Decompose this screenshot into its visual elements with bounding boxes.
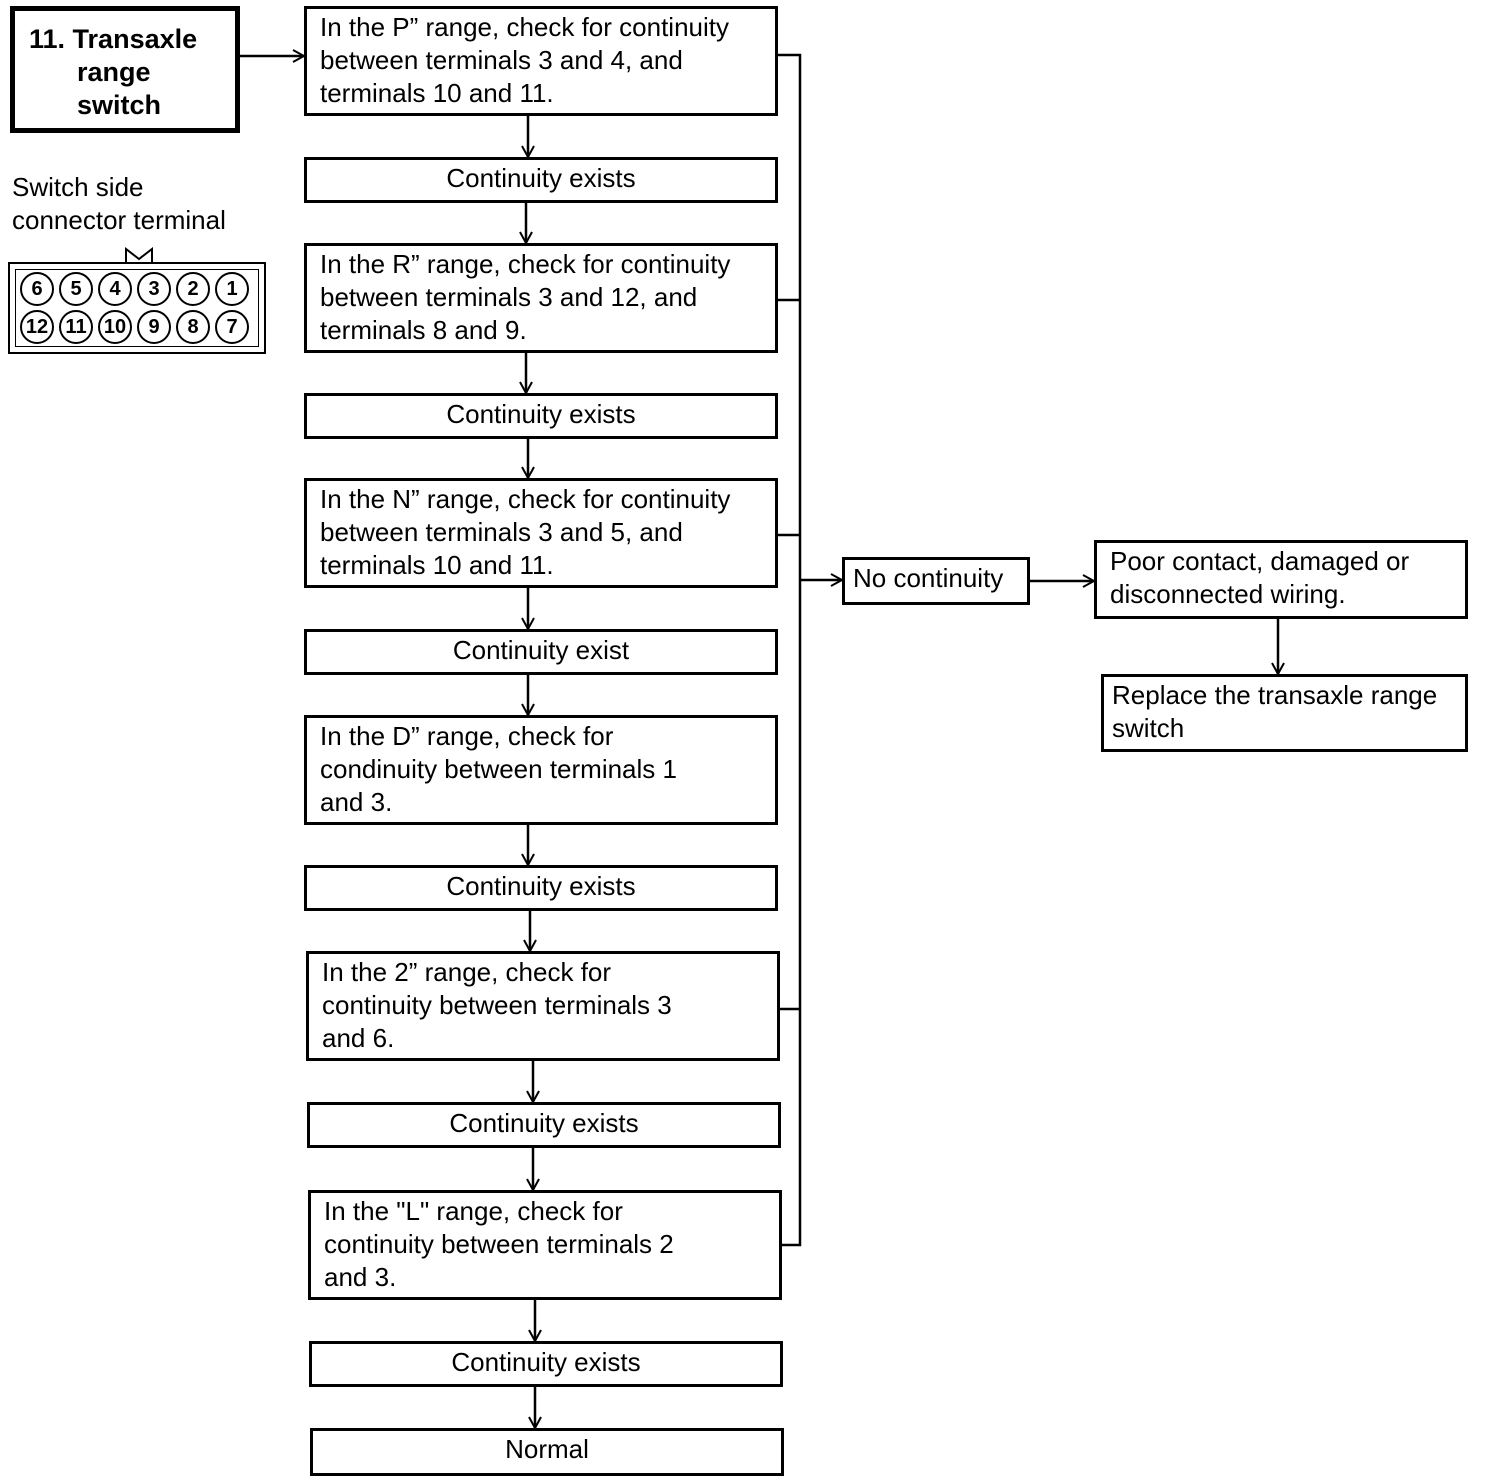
connector-label-line2: connector terminal [12, 205, 226, 235]
check-n-range: In the N” range, check for continuity be… [304, 478, 778, 588]
terminal-pin: 12 [20, 310, 54, 344]
connector-inner [15, 269, 259, 347]
poor-contact-box: Poor contact, damaged or disconnected wi… [1094, 540, 1468, 619]
terminal-pin: 1 [215, 272, 249, 306]
terminal-pin: 9 [137, 310, 171, 344]
terminal-pin: 2 [176, 272, 210, 306]
bus-line [778, 53, 802, 1247]
title-line2: range [77, 57, 151, 87]
no-continuity-box: No continuity [842, 557, 1030, 605]
section-title: 11. Transaxle range switch [10, 6, 240, 133]
title-line3: switch [77, 90, 162, 120]
result-d-range: Continuity exists [304, 865, 778, 911]
terminal-pin: 8 [176, 310, 210, 344]
result-r-range: Continuity exists [304, 393, 778, 439]
terminal-pin: 3 [137, 272, 171, 306]
terminal-pin: 6 [20, 272, 54, 306]
check-l-range: In the "L" range, check for continuity b… [308, 1190, 782, 1300]
connector-label-line1: Switch side [12, 172, 144, 202]
title-line1: 11. Transaxle [29, 24, 198, 54]
connector-terminal-diagram: 6 5 4 3 2 1 12 11 10 9 8 7 [8, 262, 266, 354]
check-p-range: In the P” range, check for continuity be… [304, 6, 778, 116]
result-n-range: Continuity exist [304, 629, 778, 675]
terminal-pin: 11 [59, 310, 93, 344]
terminal-pin: 5 [59, 272, 93, 306]
check-d-range: In the D” range, check for condinuity be… [304, 715, 778, 825]
terminal-pin: 10 [98, 310, 132, 344]
check-2-range: In the 2” range, check for continuity be… [306, 951, 780, 1061]
result-p-range: Continuity exists [304, 157, 778, 203]
result-l-range: Continuity exists [309, 1341, 783, 1387]
terminal-pin: 7 [215, 310, 249, 344]
normal-box: Normal [310, 1428, 784, 1476]
connector-notch-icon [125, 247, 153, 262]
check-r-range: In the R” range, check for continuity be… [304, 243, 778, 353]
replace-switch-box: Replace the transaxle range switch [1101, 674, 1468, 752]
terminal-pin: 4 [98, 272, 132, 306]
result-2-range: Continuity exists [307, 1102, 781, 1148]
